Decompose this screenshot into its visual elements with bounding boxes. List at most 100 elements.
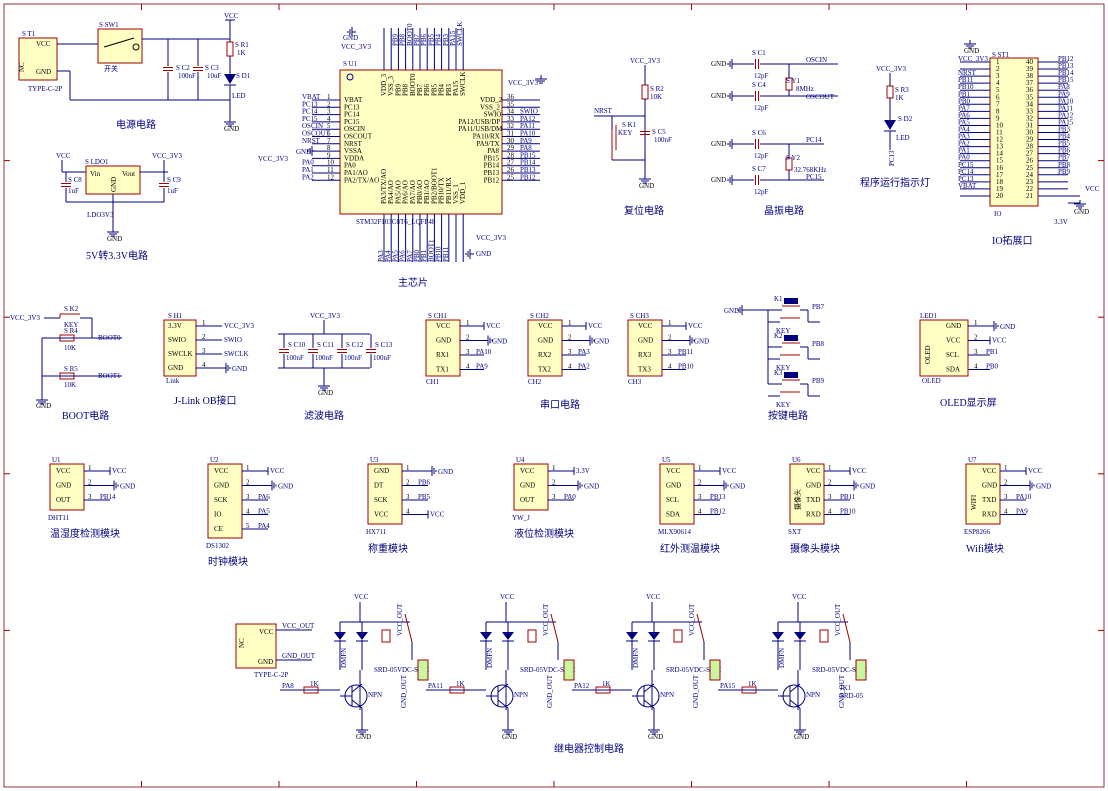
uart-2-pin-1: GND <box>638 337 653 345</box>
mcu-title: 主芯片 <box>398 276 428 289</box>
mcu-net-left-2: PC14 <box>302 108 318 116</box>
uart-connector-1[interactable] <box>527 319 563 377</box>
power-switch[interactable] <box>97 28 143 64</box>
r5-designator: S R5 <box>64 365 78 373</box>
uart-connector-0[interactable] <box>425 319 461 377</box>
relay-3-gnd: GND <box>794 733 809 741</box>
key-1-cap[interactable] <box>784 335 798 341</box>
jlink-header[interactable] <box>163 319 197 377</box>
module-1-pin-4: CE <box>214 525 223 533</box>
module-6-num-1: 2 <box>1004 479 1008 487</box>
sheet-frame <box>3 3 1105 788</box>
key-1-des: K2 <box>774 332 783 340</box>
module-1-box[interactable] <box>207 463 243 539</box>
sw1-designator: S SW1 <box>99 21 119 29</box>
mcu-pin-5: OSCOUT <box>344 133 373 141</box>
module-4-des: U5 <box>662 456 671 464</box>
uart-connector-2[interactable] <box>627 319 663 377</box>
mcu-pin-r-11: PB12 <box>484 176 500 184</box>
power-vcc: VCC <box>224 12 239 20</box>
module-4-pin-3: SDA <box>666 511 680 519</box>
relay-1-terminal[interactable] <box>563 659 575 681</box>
sw1-name: 开关 <box>104 64 118 73</box>
mcu-pin-r-10: PB13 <box>484 169 500 177</box>
ldo-regulator[interactable] <box>85 165 141 195</box>
key-2-cap[interactable] <box>784 372 798 378</box>
mcu-net-top-6: PB6 <box>420 33 428 46</box>
mcu-net-top-5: PB7 <box>413 33 421 46</box>
key-0-cap[interactable] <box>784 298 798 304</box>
mcu-net-bottom-0: PA3 <box>377 250 385 262</box>
io-pin-l-6: 7 <box>996 100 1000 108</box>
io-pin-r-15: 25 <box>1026 164 1034 172</box>
oled-pin-0: GND <box>946 322 961 330</box>
crystal-cap-val-2: 12pF <box>754 152 769 160</box>
module-5-num-1: 2 <box>828 479 832 487</box>
power-title: 电源电路 <box>116 118 156 131</box>
module-2-des: U3 <box>370 456 379 464</box>
relay-1-input: PA11 <box>428 682 444 690</box>
relay-3-terminal[interactable] <box>855 659 867 681</box>
io-pin-l-4: 5 <box>996 86 1000 94</box>
mcu-pin-num-11: 12 <box>327 173 335 181</box>
ind-vcc33: VCC_3V3 <box>876 65 906 73</box>
module-4-num-3: 4 <box>698 508 702 516</box>
module-3-box[interactable] <box>513 463 549 511</box>
relay-conn-vcc: VCC <box>259 628 274 636</box>
r3-value: 1K <box>895 94 904 102</box>
stm32-chip[interactable] <box>339 69 503 215</box>
module-4-box[interactable] <box>659 463 695 525</box>
relay-0-vcc: VCC <box>354 593 369 601</box>
crystal-oscin: OSCIN <box>806 56 827 64</box>
mcu-net-bottom-4: PA7 <box>406 250 414 262</box>
relay-2-terminal[interactable] <box>709 659 721 681</box>
camera-title: 摄像头模块 <box>790 542 840 555</box>
mcu-net-top-8: PB4 <box>435 33 443 46</box>
mcu-net-left-11: PA2 <box>302 173 314 181</box>
module-1-net-0: VCC <box>270 467 285 475</box>
io-pin-r-10: 30 <box>1026 129 1034 137</box>
io-connector[interactable] <box>989 57 1039 207</box>
relay-power-connector[interactable] <box>235 623 277 669</box>
uart-0-pin-0: VCC <box>436 322 451 330</box>
io-net-r-1: PB13 <box>1058 62 1074 70</box>
io-net-l-18: VBAT <box>958 182 977 190</box>
io-net-l-2: NRST <box>958 69 977 77</box>
module-6-box[interactable] <box>965 463 1001 525</box>
io-pin-r-6: 34 <box>1026 100 1034 108</box>
io-net-r-7: PA11 <box>1058 104 1074 112</box>
relay-3-part: SRD-05VDC-SL-C <box>812 666 868 674</box>
relay-conn-type: TYPE-C-2P <box>254 671 288 679</box>
module-2-box[interactable] <box>367 463 403 525</box>
io-pin-r-14: 26 <box>1026 157 1034 165</box>
t1-connector[interactable] <box>18 37 58 81</box>
io-net-l-5: PB1 <box>958 90 971 98</box>
reset-title: 复位电路 <box>624 204 664 217</box>
mcu-gnd-bottom: GND <box>476 250 491 258</box>
module-5-box[interactable] <box>789 463 825 525</box>
module-0-pin-1: GND <box>56 482 71 490</box>
mcu-net-top-7: PB5 <box>427 33 435 46</box>
mcu-gnd-left: GND <box>296 148 311 156</box>
mcu-pin-num-9: 10 <box>327 159 335 167</box>
module-0-box[interactable] <box>49 463 85 511</box>
io-pin-l-17: 18 <box>996 178 1004 186</box>
module-6-inner: WIFI <box>970 494 978 510</box>
module-2-net-3: VCC <box>430 511 445 519</box>
mcu-pin-3: PC15 <box>344 118 360 126</box>
relay-3-vccout: VCC_OUT <box>834 603 842 636</box>
mcu-net-right-8: PB15 <box>520 151 536 159</box>
relay-gnd-out: GND_OUT <box>282 652 316 660</box>
mcu-pin-r-8: PB15 <box>484 154 500 162</box>
oled-display[interactable] <box>919 319 969 377</box>
relay-0-terminal[interactable] <box>417 659 429 681</box>
crystal-cap-des-2: S C6 <box>752 129 766 137</box>
uart-2-pin-0: VCC <box>638 322 653 330</box>
module-5-num-3: 4 <box>828 508 832 516</box>
key-0-net: PB7 <box>812 303 825 311</box>
mcu-net-right-7: PA8 <box>520 144 532 152</box>
io-pin-r-3: 37 <box>1026 79 1034 87</box>
module-6-pin-3: RXD <box>982 511 997 519</box>
reset-circuit: VCC_3V3 S R2 10K NRST S K1 KEY S C5 100n… <box>594 57 672 217</box>
